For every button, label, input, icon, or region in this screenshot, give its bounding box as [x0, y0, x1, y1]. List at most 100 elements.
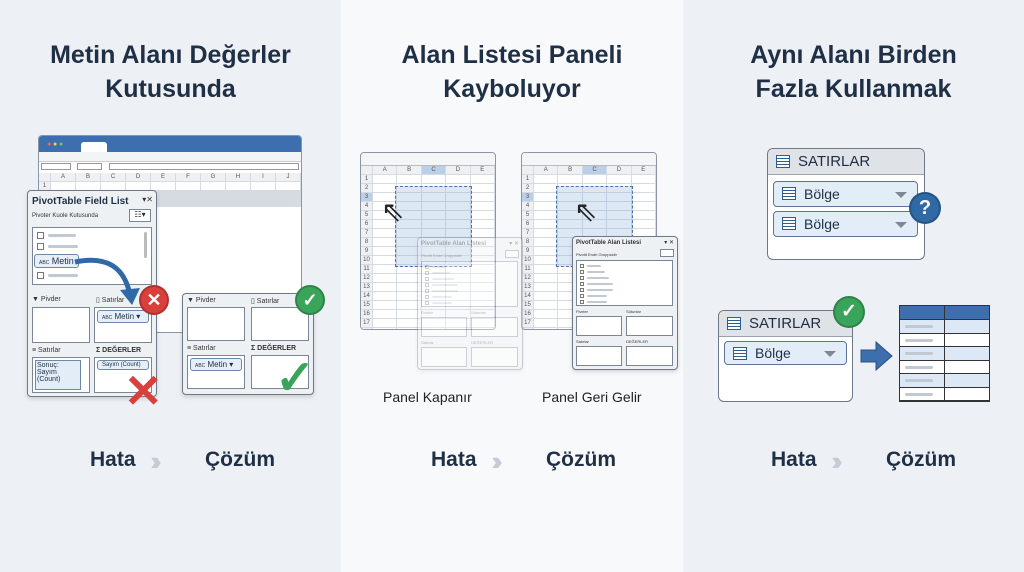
cell[interactable]	[397, 193, 422, 202]
cell[interactable]	[397, 247, 422, 256]
checkbox[interactable]	[580, 300, 584, 304]
cell[interactable]	[176, 182, 201, 191]
cell[interactable]	[151, 191, 176, 192]
cell[interactable]	[534, 175, 559, 184]
cell[interactable]	[151, 201, 176, 202]
cell[interactable]	[201, 201, 226, 202]
corner-cell[interactable]	[522, 166, 534, 175]
cell[interactable]	[201, 191, 226, 192]
cell[interactable]	[276, 193, 301, 194]
row-header[interactable]: 4	[361, 202, 373, 211]
values-area[interactable]	[251, 355, 309, 389]
filters-area[interactable]	[421, 317, 467, 337]
row-header[interactable]: 16	[522, 310, 534, 319]
cell[interactable]	[251, 194, 276, 195]
cell[interactable]	[470, 184, 495, 193]
cell[interactable]	[373, 301, 398, 310]
cell[interactable]	[421, 283, 447, 292]
cell[interactable]	[176, 200, 201, 201]
cell[interactable]	[276, 192, 301, 193]
cell[interactable]	[251, 193, 276, 194]
cell[interactable]	[446, 220, 471, 229]
cell[interactable]	[471, 328, 495, 329]
cell[interactable]	[582, 211, 608, 220]
formula-bar[interactable]	[361, 153, 495, 166]
row-header[interactable]: 12	[361, 274, 373, 283]
row-header[interactable]: 4	[522, 202, 534, 211]
column-header[interactable]: C	[421, 166, 447, 175]
row-header[interactable]: 7	[522, 229, 534, 238]
cell[interactable]	[373, 256, 398, 265]
cell[interactable]	[176, 202, 201, 203]
cell[interactable]	[534, 319, 559, 328]
column-header[interactable]: A	[51, 173, 76, 182]
cell[interactable]	[226, 202, 251, 203]
cell[interactable]	[251, 200, 276, 201]
cell[interactable]	[373, 193, 398, 202]
cell[interactable]	[373, 328, 398, 329]
cell[interactable]	[251, 195, 276, 196]
cell[interactable]	[201, 198, 226, 199]
cell[interactable]	[176, 194, 201, 195]
cell[interactable]	[421, 274, 447, 283]
column-header[interactable]: A	[373, 166, 398, 175]
cell[interactable]	[276, 201, 301, 202]
checkbox[interactable]	[580, 288, 584, 292]
cell[interactable]	[558, 211, 583, 220]
values-area[interactable]	[626, 346, 673, 366]
checkbox[interactable]	[425, 301, 429, 305]
cell[interactable]	[446, 256, 471, 265]
row-header[interactable]: 8	[522, 238, 534, 247]
row-header[interactable]: 14	[522, 292, 534, 301]
cell[interactable]	[201, 182, 226, 191]
cell[interactable]	[421, 256, 447, 265]
cell[interactable]	[446, 328, 471, 329]
cell[interactable]	[151, 205, 176, 206]
corner-cell[interactable]	[39, 173, 51, 182]
column-header[interactable]: C	[101, 173, 126, 182]
cell[interactable]	[276, 182, 301, 191]
cell[interactable]	[176, 201, 201, 202]
cell[interactable]	[226, 199, 251, 200]
cell[interactable]	[276, 198, 301, 199]
cell[interactable]	[446, 175, 471, 184]
cell[interactable]	[176, 205, 201, 206]
cell[interactable]	[373, 229, 398, 238]
checkbox[interactable]	[425, 265, 429, 269]
cell[interactable]	[176, 197, 201, 198]
cell[interactable]	[446, 211, 471, 220]
row-header[interactable]: 18	[522, 328, 534, 329]
cell[interactable]	[226, 204, 251, 205]
cell[interactable]	[631, 175, 656, 184]
cell[interactable]	[201, 206, 226, 207]
cell[interactable]	[176, 196, 201, 197]
cell[interactable]	[251, 197, 276, 198]
cell[interactable]	[151, 200, 176, 201]
cell[interactable]	[421, 238, 447, 247]
cell[interactable]	[226, 201, 251, 202]
cell[interactable]	[397, 229, 422, 238]
row-header[interactable]: 7	[361, 229, 373, 238]
row-header[interactable]: 3	[361, 193, 373, 202]
cell[interactable]	[226, 182, 251, 191]
column-header[interactable]: B	[397, 166, 422, 175]
row-header[interactable]: 15	[522, 301, 534, 310]
cell[interactable]	[421, 184, 447, 193]
cell[interactable]	[397, 283, 422, 292]
checkbox[interactable]	[580, 294, 584, 298]
cell[interactable]	[470, 229, 495, 238]
cell[interactable]	[176, 206, 201, 207]
cell[interactable]	[176, 204, 201, 205]
column-header[interactable]: D	[126, 173, 151, 182]
metin-chip[interactable]: ABC Metin ▾	[190, 358, 242, 371]
cell[interactable]	[201, 192, 226, 193]
cell[interactable]	[631, 193, 656, 202]
cell[interactable]	[151, 203, 176, 204]
column-header[interactable]: I	[251, 173, 276, 182]
row-header[interactable]: 10	[361, 256, 373, 265]
cell[interactable]	[226, 198, 251, 199]
cell[interactable]	[251, 202, 276, 203]
checkbox[interactable]	[425, 283, 429, 287]
cell[interactable]	[558, 184, 583, 193]
cell[interactable]	[397, 220, 422, 229]
